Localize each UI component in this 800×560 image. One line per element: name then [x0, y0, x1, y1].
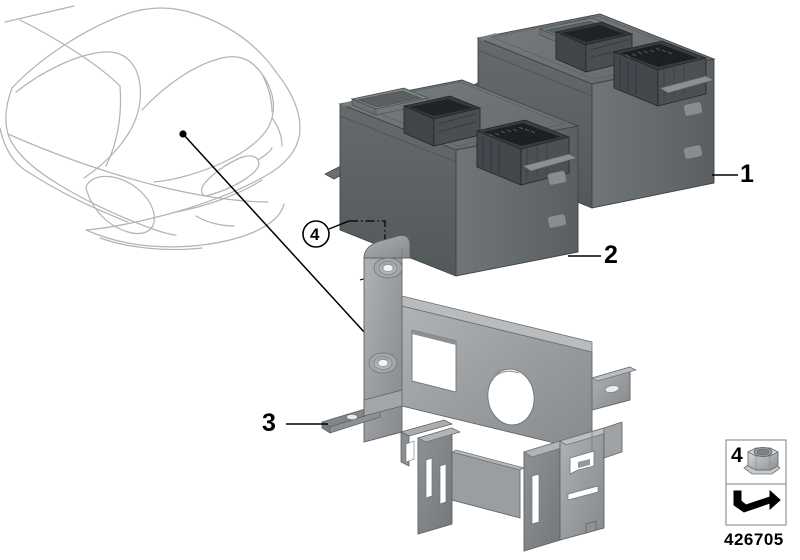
detail-box-number: 4 — [731, 444, 743, 467]
bracket-hole-top — [373, 257, 403, 279]
part-control-module-lower — [324, 79, 580, 277]
bracket-clip-left — [416, 427, 462, 535]
bracket-clip-right — [523, 440, 569, 552]
module2-end-recesses — [547, 170, 567, 229]
bent-arrow-symbol — [733, 489, 781, 513]
connector-header-pins — [612, 40, 708, 107]
connector-housing-dark-2 — [402, 95, 482, 147]
detail-inset-box — [725, 439, 787, 526]
part-mounting-bracket — [320, 235, 637, 552]
diagram-id-number: 426705 — [724, 530, 784, 549]
vehicle-locator-leader — [179, 130, 366, 334]
bracket-right-tab — [591, 366, 637, 411]
module1-end-recesses — [683, 101, 703, 160]
callout-label-1[interactable]: 1 — [740, 160, 754, 188]
callout-label-2[interactable]: 2 — [604, 241, 618, 269]
bracket-clip-right-plate — [559, 427, 611, 541]
connector-socket-light-2 — [350, 87, 430, 116]
bracket-clip-right-lip — [603, 421, 623, 459]
bracket-hole-second — [368, 352, 398, 374]
vehicle-outline — [0, 5, 301, 251]
bracket-clip-left-lip — [399, 419, 454, 467]
callout-label-3[interactable]: 3 — [262, 409, 276, 437]
callout-label-4[interactable]: 4 — [310, 225, 320, 244]
connector-housing-dark-1 — [554, 21, 634, 73]
bracket-oval-aperture — [487, 368, 535, 426]
hex-flange-nut-icon — [743, 446, 781, 475]
callout-leader-lines — [286, 174, 738, 425]
